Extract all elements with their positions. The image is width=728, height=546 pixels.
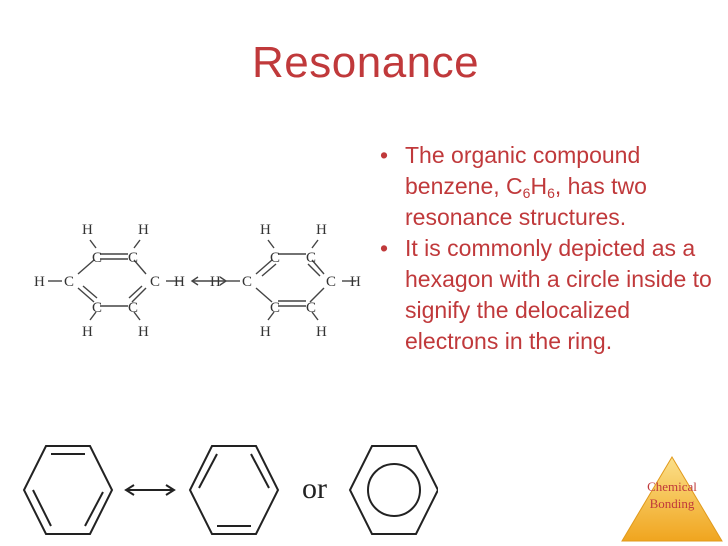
atom-label: H [174,274,185,290]
atom-label: H [210,274,221,290]
benzene-lewis-structures-figure: H H C C H C C H C C H H H H C C H C C H … [34,222,361,340]
atom-label: C [150,274,160,290]
atom-label: H [34,274,45,290]
formula-subscript-h: 6 [547,185,555,201]
atom-label: H [82,324,93,340]
atom-label: H [260,222,271,238]
atom-label: C [128,300,138,316]
bullet-text: It is commonly depicted as a hexagon wit… [405,235,712,354]
atom-label: H [316,222,327,238]
atom-label: H [138,222,149,238]
atom-label: C [270,250,280,266]
hexagon-structure-left [22,445,114,535]
hexagon-structure-circle [348,445,438,535]
delocalized-ring-circle [367,463,421,517]
bullet-list: • The organic compound benzene, C6H6, ha… [380,140,720,357]
atom-label: C [242,274,252,290]
atom-label: H [260,324,271,340]
chemical-bonding-badge-icon [621,456,723,542]
atom-label: H [82,222,93,238]
atom-label: C [92,300,102,316]
atom-label: C [306,300,316,316]
bullet-dot-icon: • [380,142,389,168]
badge-line-1: Chemical [647,479,697,494]
or-label: or [302,472,327,505]
atom-label: C [128,250,138,266]
atom-label: C [92,250,102,266]
bullet-dot-icon: • [380,235,389,261]
formula-h: H [530,173,548,199]
bullet-text-post: , has two resonance structures. [405,173,647,230]
atom-label: H [316,324,327,340]
bullet-item-1: • The organic compound benzene, C6H6, ha… [380,140,720,233]
atom-label: H [350,274,361,290]
atom-label: C [306,250,316,266]
formula-subscript-c: 6 [522,185,531,201]
hexagon-structure-right [188,445,280,535]
bullet-text-pre: The organic compound benzene, C [405,142,641,199]
bullet-item-2: • It is commonly depicted as a hexagon w… [380,233,720,357]
atom-label: C [326,274,336,290]
atom-label: H [138,324,149,340]
atom-label: C [270,300,280,316]
benzene-hexagon-figure: or [22,445,438,535]
badge-line-2: Bonding [649,496,695,511]
badge-label: Chemical Bonding [620,478,724,512]
slide-title: Resonance [252,38,480,87]
atom-label: C [64,274,74,290]
